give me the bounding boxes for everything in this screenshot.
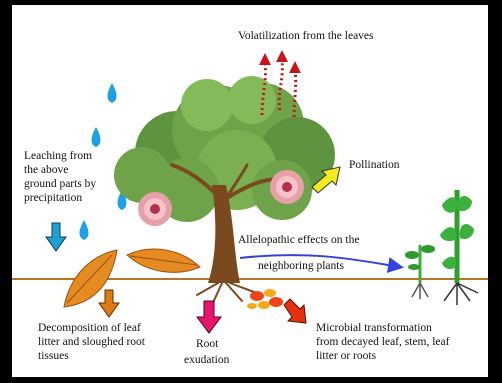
root-exudation-arrow [197, 301, 221, 333]
flower-right-icon [270, 170, 304, 204]
neighboring-plants [405, 190, 478, 305]
microbial-label-line-3: litter or roots [316, 349, 376, 363]
leaching-label-line-2: the above [24, 163, 68, 177]
volatilization-label: Volatilization from the leaves [238, 29, 374, 43]
root-exudation-label-line-2: exudation [184, 353, 229, 367]
leaching-label-line-3: ground parts by [24, 177, 96, 191]
raindrop-icon [108, 83, 117, 103]
allelopathic-label-line-2: neighboring plants [258, 259, 344, 273]
decomposition-label-line-2: litter and sloughed root [38, 335, 145, 349]
microbial-label-line-1: Microbial transformation [316, 321, 432, 335]
raindrop-icon [92, 127, 101, 147]
flower-left-icon [138, 192, 172, 226]
pollination-label: Pollination [349, 158, 399, 172]
diagram-panel: Volatilization from the leaves Leaching … [12, 5, 488, 377]
root-exudation-label-line-1: Root [196, 337, 218, 351]
leaching-label-line-4: precipitation [24, 191, 82, 205]
microbial-label-line-2: from decayed leaf, stem, leaf [316, 335, 449, 349]
raindrop-icon [80, 220, 89, 240]
microbial-arrow [284, 299, 306, 323]
leaching-label-line-1: Leaching from [24, 149, 92, 163]
decomposition-label-line-1: Decomposition of leaf [38, 321, 141, 335]
decomposition-arrow [99, 290, 119, 317]
leaf-litter [64, 249, 200, 307]
decomposition-label-line-3: tissues [38, 349, 69, 363]
leaching-arrow [46, 223, 66, 251]
allelopathic-label-line-1: Allelopathic effects on the [238, 233, 359, 247]
